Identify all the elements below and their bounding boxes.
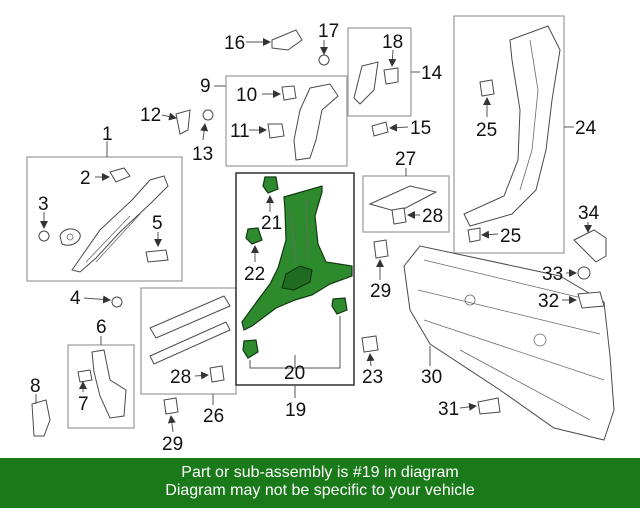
part-27-pad	[368, 185, 438, 213]
parts-diagram: 1 2 3 4 5 6 7 8 9 10 11 12 13 14 15 16 1…	[26, 15, 615, 455]
callout-11: 11	[230, 121, 250, 142]
callout-12: 12	[140, 105, 161, 126]
callout-10: 10	[236, 85, 257, 106]
callout-28-upper: 28	[422, 206, 443, 227]
callout-32: 32	[538, 291, 559, 312]
callout-8: 8	[30, 376, 41, 397]
part-20-clip-right[interactable]	[331, 297, 348, 315]
part-6-trim	[91, 349, 127, 419]
part-8-bracket	[31, 399, 51, 437]
part-28-clip-lower	[209, 365, 225, 383]
part-29-clip-lower	[163, 397, 179, 415]
callout-3: 3	[38, 194, 49, 215]
banner-line-1: Part or sub-assembly is #19 in diagram	[181, 464, 459, 481]
part-15-bolt	[371, 121, 389, 137]
part-22-clip[interactable]	[245, 227, 263, 245]
callout-26: 26	[203, 406, 224, 427]
group-box-24	[453, 15, 565, 254]
part-3-retainer	[59, 228, 81, 246]
callout-6: 6	[96, 317, 107, 338]
part-20-clip-left[interactable]	[242, 339, 259, 359]
part-34-trim	[573, 229, 607, 263]
callout-19: 19	[285, 400, 306, 421]
part-25-clip-top	[479, 79, 495, 97]
notice-banner: Part or sub-assembly is #19 in diagram D…	[0, 458, 640, 508]
callout-4: 4	[70, 288, 81, 309]
part-21-clip[interactable]	[262, 176, 279, 194]
callout-27: 27	[395, 149, 416, 170]
callout-33: 33	[542, 264, 563, 285]
part-14-bracket	[353, 61, 379, 105]
callout-13: 13	[192, 144, 213, 165]
part-26-sill-plate	[149, 295, 231, 365]
part-1-a-pillar-trim	[71, 175, 169, 273]
callout-1: 1	[102, 124, 113, 145]
part-7-clip	[77, 369, 93, 383]
part-33-nut	[577, 266, 591, 280]
callout-23: 23	[362, 367, 383, 388]
part-16-bracket	[271, 29, 303, 51]
callout-2: 2	[80, 168, 91, 189]
callout-28-lower: 28	[170, 367, 191, 388]
part-5-pad	[145, 249, 169, 263]
callout-25-bottom: 25	[500, 226, 521, 247]
part-25-clip-bottom	[467, 227, 481, 243]
part-3-screw	[38, 230, 50, 242]
part-11-clip	[267, 123, 285, 139]
part-12-bracket	[175, 109, 191, 135]
callout-17: 17	[318, 21, 339, 42]
part-13-bolt	[202, 109, 214, 121]
part-18-clip	[383, 67, 399, 85]
part-9-trim	[293, 83, 339, 161]
callout-34: 34	[578, 203, 600, 224]
banner-line-2: Diagram may not be specific to your vehi…	[165, 482, 475, 499]
callout-5: 5	[152, 213, 163, 234]
part-4-bolt	[111, 296, 123, 308]
callout-25-top: 25	[476, 120, 497, 141]
group-box-9	[225, 75, 348, 167]
callout-20: 20	[284, 363, 305, 384]
part-24-trim	[463, 25, 561, 227]
callout-21: 21	[261, 213, 282, 234]
part-2-clip	[109, 167, 131, 183]
callout-29-upper: 29	[370, 281, 391, 302]
callout-24: 24	[575, 118, 597, 139]
part-32-clip	[577, 291, 605, 309]
callout-18: 18	[382, 32, 403, 53]
part-23-clip	[361, 335, 379, 353]
callout-16: 16	[224, 33, 245, 54]
callout-15: 15	[410, 118, 431, 139]
callout-9: 9	[200, 76, 211, 97]
part-30-panel	[403, 245, 615, 441]
part-10-clip	[281, 85, 297, 101]
callout-31: 31	[438, 399, 459, 420]
part-19-pillar-trim[interactable]	[241, 185, 353, 331]
callout-22: 22	[244, 264, 265, 285]
callout-7: 7	[78, 394, 89, 415]
leader-lines	[35, 38, 592, 433]
part-17-bolt	[318, 54, 330, 66]
callout-labels: 1 2 3 4 5 6 7 8 9 10 11 12 13 14 15 16 1…	[30, 21, 600, 455]
part-31-screw	[477, 397, 501, 415]
part-28-clip	[391, 207, 407, 225]
callout-14: 14	[421, 63, 443, 84]
callout-29-lower: 29	[162, 434, 183, 455]
callout-30: 30	[421, 367, 442, 388]
part-29-clip-upper	[373, 239, 389, 259]
group-box-1	[26, 156, 183, 282]
